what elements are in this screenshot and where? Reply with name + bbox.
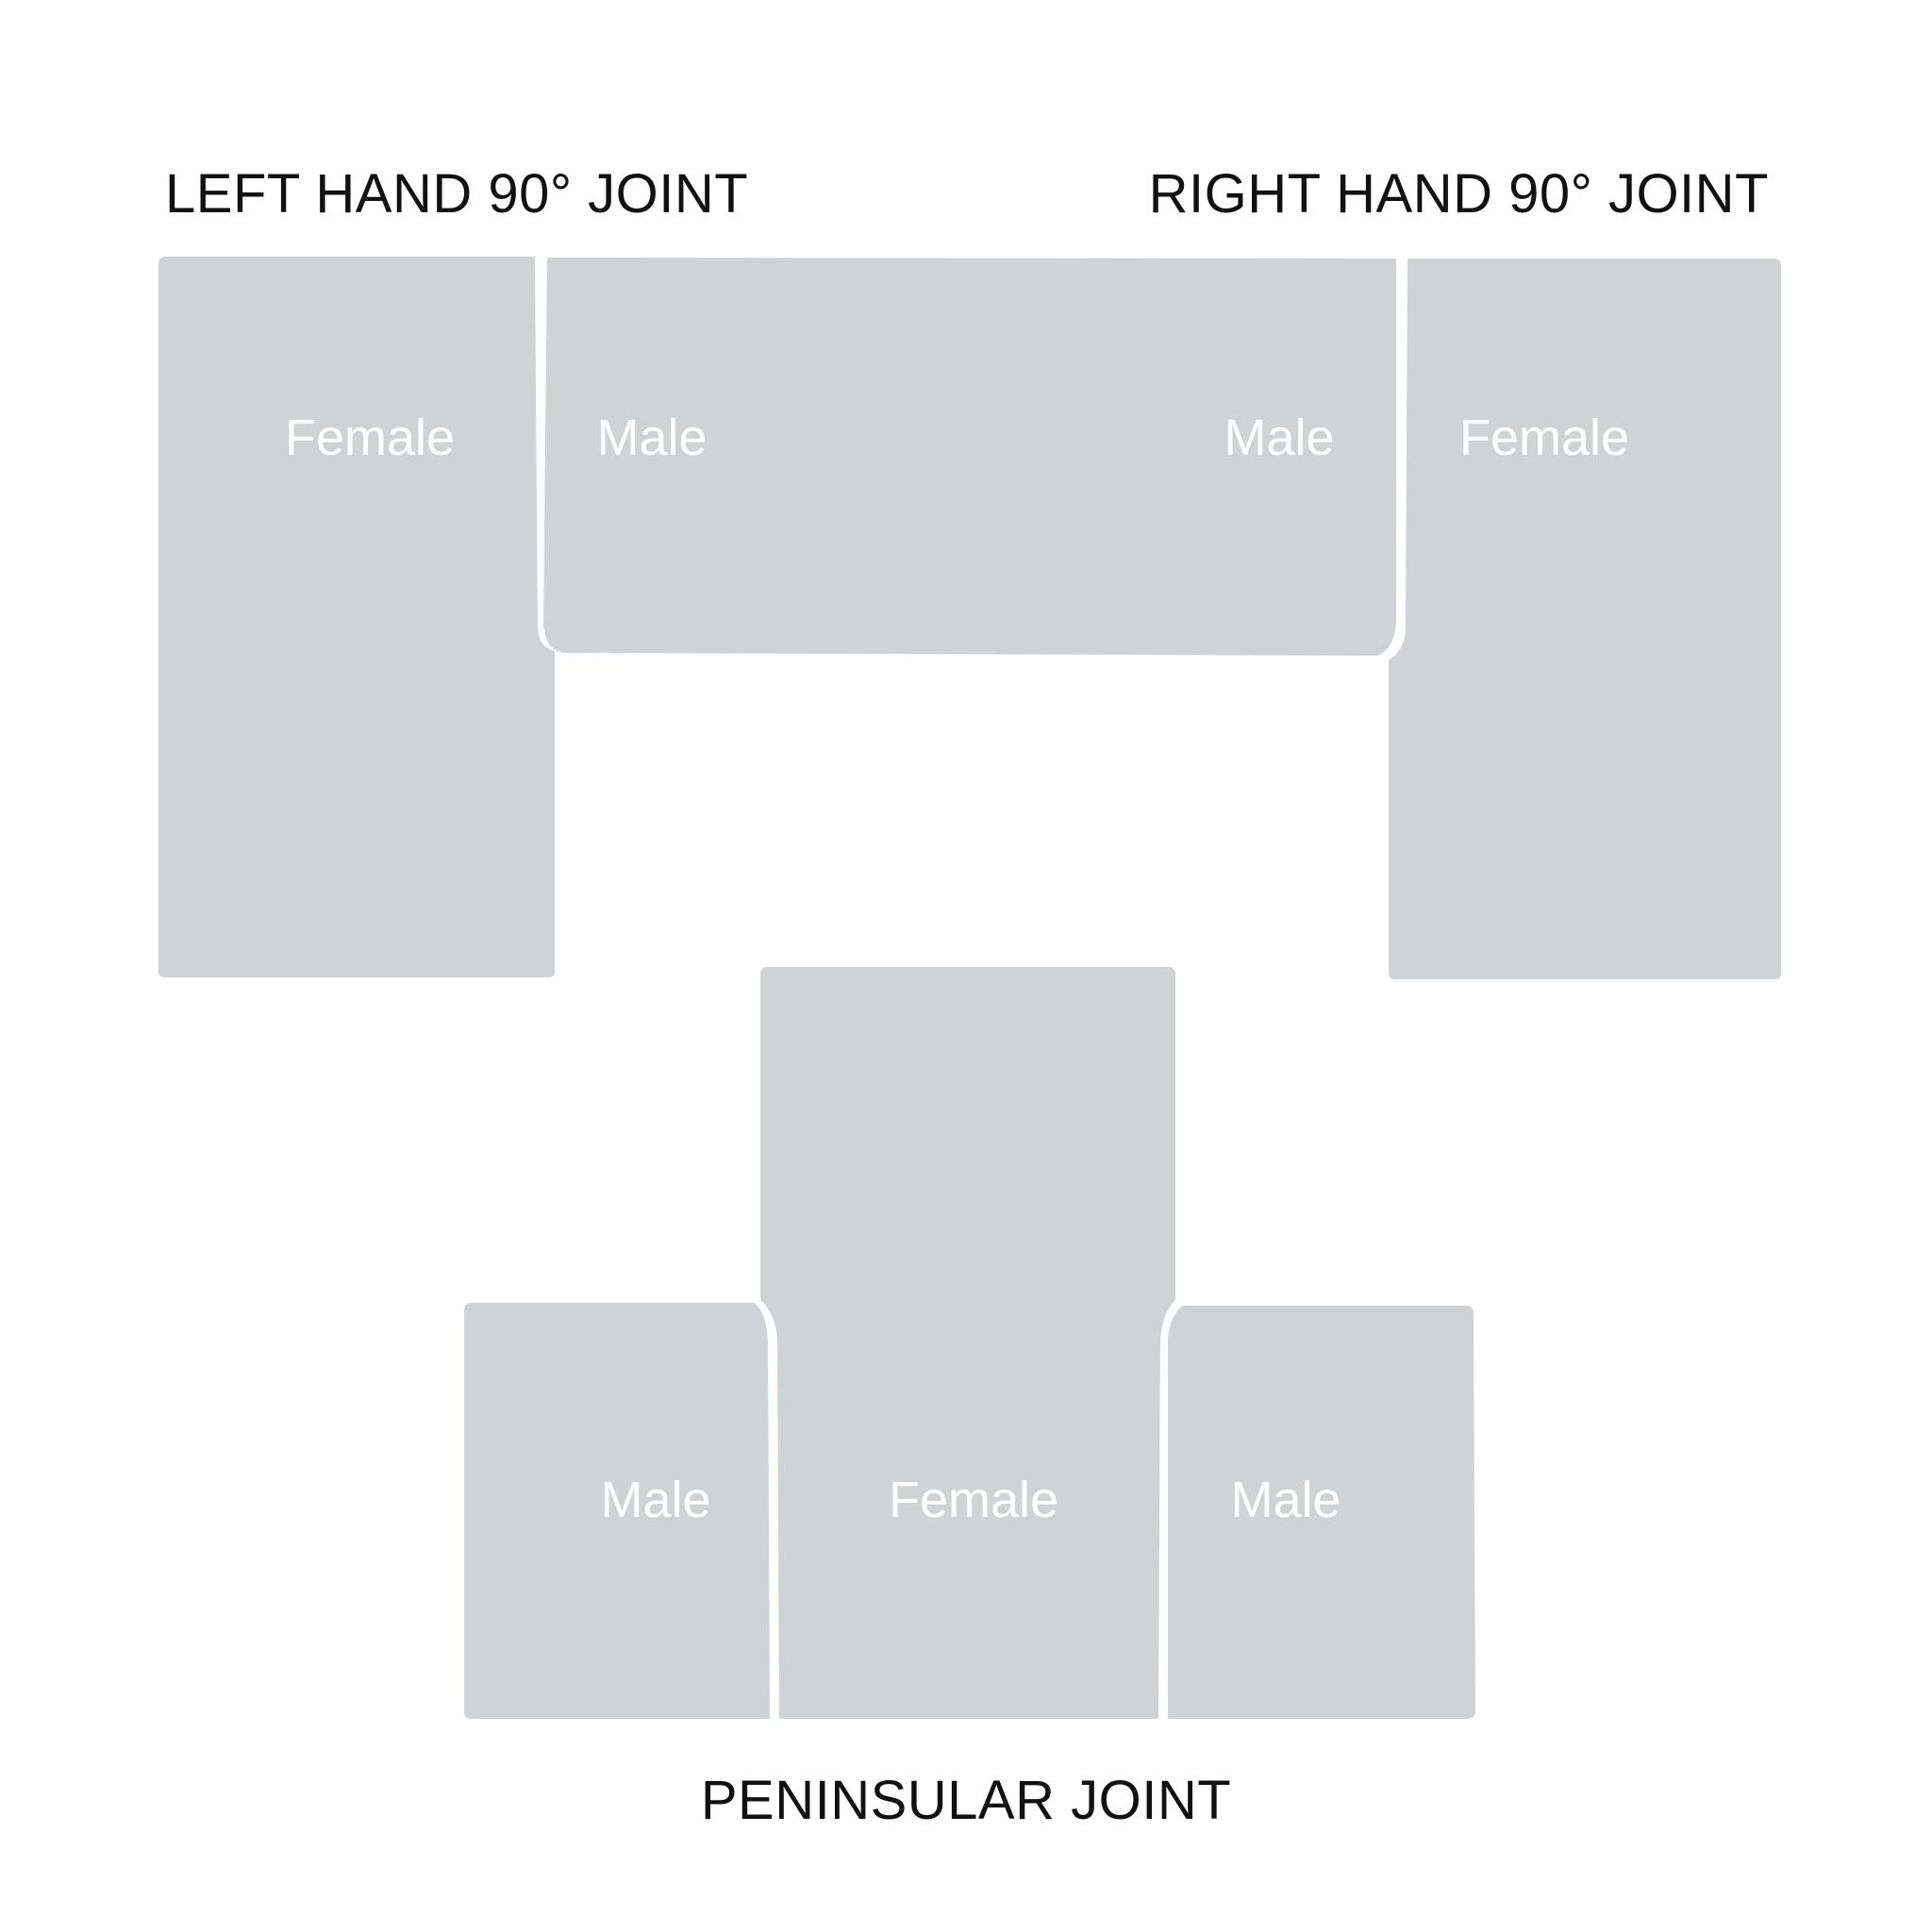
left-side-piece-label: Female bbox=[285, 409, 455, 466]
right-side-piece bbox=[1389, 258, 1781, 979]
left-side-piece bbox=[158, 257, 555, 977]
peninsula-left-piece bbox=[464, 1303, 770, 1719]
right-joint-title: RIGHT HAND 90° JOINT bbox=[1149, 163, 1769, 225]
peninsula-right-piece-label: Male bbox=[1230, 1472, 1341, 1528]
right-side-piece-label: Female bbox=[1459, 409, 1629, 466]
upper-layout bbox=[158, 257, 1781, 979]
peninsula-left-piece-label: Male bbox=[600, 1472, 710, 1528]
peninsula-center-piece bbox=[760, 967, 1175, 1719]
top-piece-right-end-label: Male bbox=[1224, 409, 1334, 466]
top-piece-left-end-label: Male bbox=[596, 409, 707, 466]
left-joint-title: LEFT HAND 90° JOINT bbox=[165, 163, 748, 225]
peninsular-joint-title: PENINSULAR JOINT bbox=[701, 1770, 1231, 1831]
peninsular-layout bbox=[464, 967, 1475, 1719]
peninsula-right-piece bbox=[1168, 1306, 1475, 1719]
top-connecting-piece bbox=[543, 258, 1396, 656]
peninsula-center-piece-label: Female bbox=[889, 1472, 1058, 1528]
